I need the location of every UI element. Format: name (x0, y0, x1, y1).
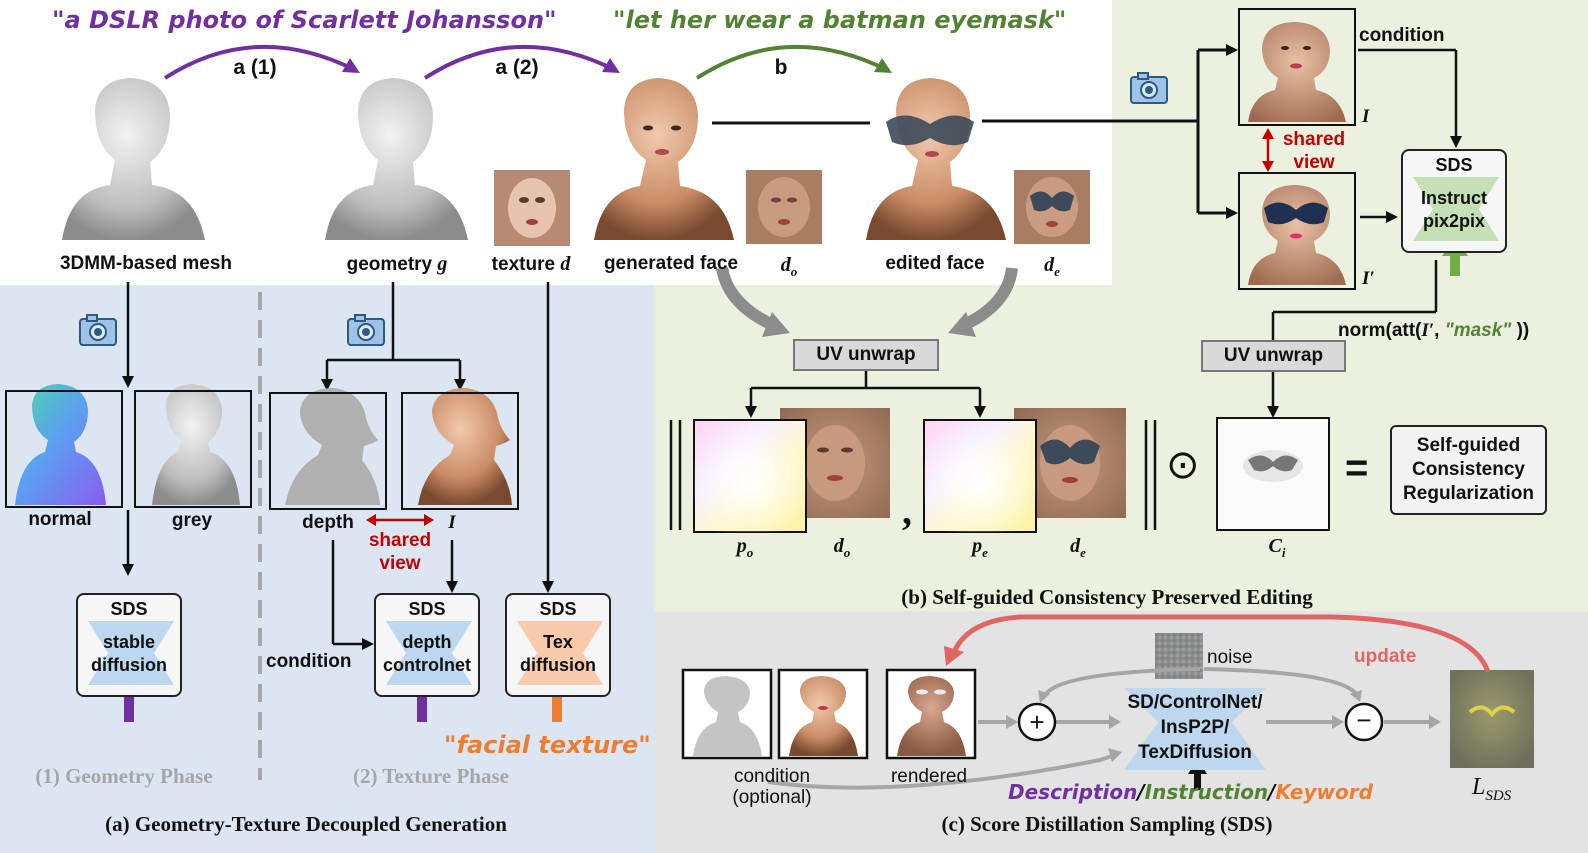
sds-stable-diffusion-box: SDS stable diffusion (76, 593, 182, 697)
uv-unwrap-box-2: UV unwrap (1201, 340, 1346, 372)
edited-face-label: edited face (885, 253, 985, 274)
plus-symbol: + (1029, 707, 1045, 737)
bowtie-shape (88, 621, 174, 685)
bowtie-shape (1413, 177, 1499, 241)
panel-b-caption: (b) Self-guided Consistency Preserved Ed… (901, 585, 1313, 609)
ci-label: Ci (1268, 535, 1286, 560)
texture-label: texture d (491, 253, 571, 275)
equals-symbol: = (1345, 446, 1369, 490)
panel-a-caption: (a) Geometry-Texture Decoupled Generatio… (105, 812, 507, 836)
sds-instruct-pix2pix-box: SDS Instruct pix2pix (1401, 149, 1507, 253)
generated-face-label: generated face (603, 253, 739, 274)
de-label-b: de (1070, 535, 1086, 560)
geometry-label: geometry g (346, 253, 448, 275)
sds-model-label: SD/ControlNet/ InsP2P/ TexDiffusion (1127, 692, 1263, 763)
bowtie-shape (517, 621, 603, 685)
comma-symbol: , (902, 488, 912, 533)
facial-texture-prompt: "facial texture" (444, 731, 651, 759)
pe-label: pe (972, 535, 988, 560)
rendered-label: rendered (890, 766, 968, 787)
grey-label: grey (171, 510, 213, 531)
grey-frame (134, 390, 252, 508)
odot-symbol: ⊙ (1166, 442, 1200, 488)
condition-optional-label: condition (optional) (732, 766, 812, 808)
update-label: update (1354, 646, 1417, 667)
self-guided-regularization-box: Self-guided Consistency Regularization (1390, 425, 1547, 515)
do-label: do (780, 254, 798, 279)
normal-frame (5, 390, 123, 508)
prompt-scarlett: "a DSLR photo of Scarlett Johansson" (52, 6, 557, 34)
geometry-phase-label: (1) Geometry Phase (35, 764, 213, 788)
noise-label: noise (1207, 647, 1253, 668)
I-frame (401, 392, 519, 510)
po-label: po (736, 535, 754, 560)
step-a2-label: a (2) (495, 56, 539, 79)
sds-depth-controlnet-box: SDS depth controlnet (374, 593, 480, 697)
I-view-frame (1238, 8, 1356, 126)
condition-label: condition (266, 651, 352, 672)
I-label: I (448, 512, 456, 533)
normal-label: normal (28, 509, 92, 530)
uv-unwrap-box-1: UV unwrap (793, 339, 939, 371)
do-label-b: do (833, 535, 851, 560)
mesh-label: 3DMM-based mesh (59, 253, 233, 274)
Iprime-view-frame (1238, 172, 1356, 290)
bowtie-shape (386, 621, 472, 685)
lsds-label: LSDS (1472, 774, 1512, 804)
norm-formula: norm(att(I′, "mask" )) (1338, 320, 1530, 341)
depth-label: depth (302, 512, 354, 533)
shared-view-label-b: shared view (1282, 129, 1346, 173)
shared-view-label: shared view (368, 530, 432, 574)
step-a1-label: a (1) (233, 56, 277, 79)
texture-phase-label: (2) Texture Phase (353, 764, 509, 788)
I-label-b: I (1362, 106, 1370, 127)
minus-symbol: − (1356, 705, 1372, 735)
prompt-batman: "let her wear a batman eyemask" (613, 6, 1067, 34)
Iprime-label-b: I′ (1362, 268, 1375, 289)
panel-c-caption: (c) Score Distillation Sampling (SDS) (941, 812, 1273, 836)
condition-label-b: condition (1359, 25, 1445, 46)
step-b-label: b (774, 56, 788, 79)
sds-tex-diffusion-box: SDS Tex diffusion (505, 593, 611, 697)
de-label: de (1044, 254, 1060, 279)
panel-top-white (0, 0, 1112, 285)
keywords-line: Description/Instruction/Keyword (1008, 780, 1373, 804)
depth-frame (269, 392, 387, 510)
